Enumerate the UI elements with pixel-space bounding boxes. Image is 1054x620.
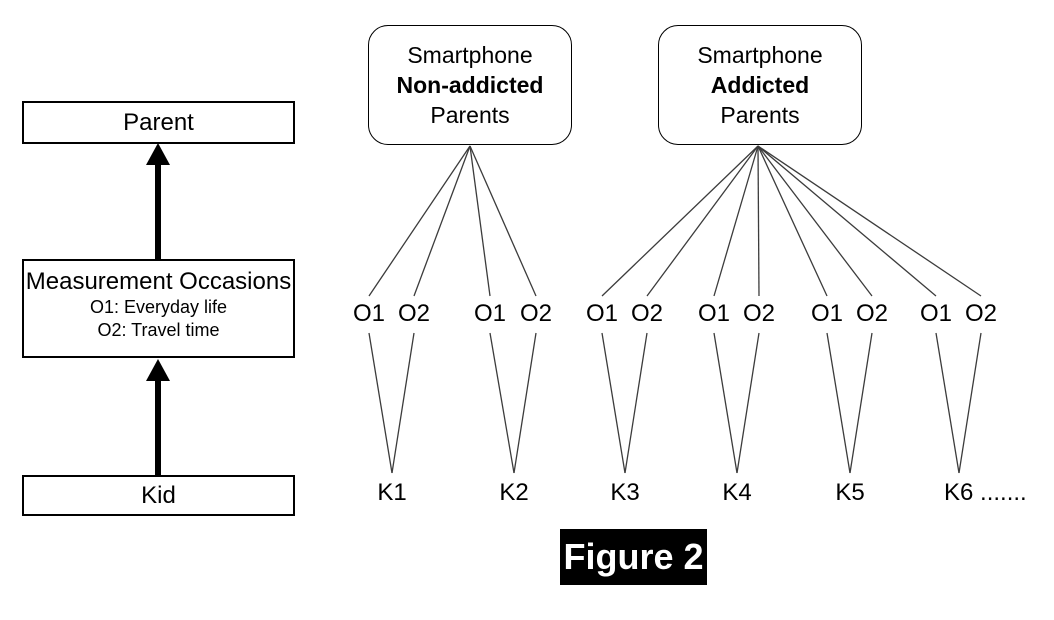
occasion-label-pair6-o1: O1 — [919, 300, 953, 327]
addicted-line-2: Addicted — [710, 72, 810, 98]
occasion-label-pair2-o2: O2 — [519, 300, 553, 327]
occasion-1-definition: O1: Everyday life — [89, 297, 228, 317]
occasion-2-definition: O2: Travel time — [97, 320, 220, 340]
occasion-label-pair3-o2: O2 — [630, 300, 664, 327]
nonaddicted-line-1: Smartphone — [407, 42, 533, 68]
nonaddicted-line-3: Parents — [430, 102, 510, 128]
occasion-label-pair1-o2: O2 — [397, 300, 431, 327]
nonaddicted-line-2: Non-addicted — [396, 72, 544, 98]
occasion-label-pair3-o1: O1 — [585, 300, 619, 327]
occasion-label-pair4-o1: O1 — [697, 300, 731, 327]
occasion-label-pair4-o2: O2 — [742, 300, 776, 327]
occasion-label-pair1-o1: O1 — [352, 300, 386, 327]
measurement-occasions-title: Measurement Occasions — [25, 268, 292, 295]
fan-nonaddicted — [368, 145, 537, 297]
parent-box-label: Parent — [123, 109, 194, 136]
kid-label-k6: K6 ....... — [944, 479, 1027, 506]
kid-label-k4: K4 — [722, 479, 752, 506]
occasion-label-pair5-o1: O1 — [810, 300, 844, 327]
kid-label-k3: K3 — [610, 479, 640, 506]
addicted-parents-box: Smartphone Addicted Parents — [658, 25, 862, 145]
kid-label-k2: K2 — [499, 479, 529, 506]
kid-box: Kid — [22, 475, 295, 516]
occasion-label-pair2-o1: O1 — [473, 300, 507, 327]
occasion-label-pair5-o2: O2 — [855, 300, 889, 327]
figure-caption: Figure 2 — [560, 529, 707, 585]
kid-box-label: Kid — [141, 482, 176, 509]
addicted-line-1: Smartphone — [697, 42, 823, 68]
kid-label-k5: K5 — [835, 479, 865, 506]
measurement-occasions-box: Measurement Occasions O1: Everyday life … — [22, 259, 295, 358]
occasion-kid-lines — [368, 332, 982, 474]
nonaddicted-parents-box: Smartphone Non-addicted Parents — [368, 25, 572, 145]
figure-caption-text: Figure 2 — [563, 536, 704, 577]
fan-addicted — [601, 145, 982, 297]
kid-label-k1: K1 — [377, 479, 407, 506]
parent-box: Parent — [22, 101, 295, 144]
occasion-label-pair6-o2: O2 — [964, 300, 998, 327]
addicted-line-3: Parents — [720, 102, 800, 128]
